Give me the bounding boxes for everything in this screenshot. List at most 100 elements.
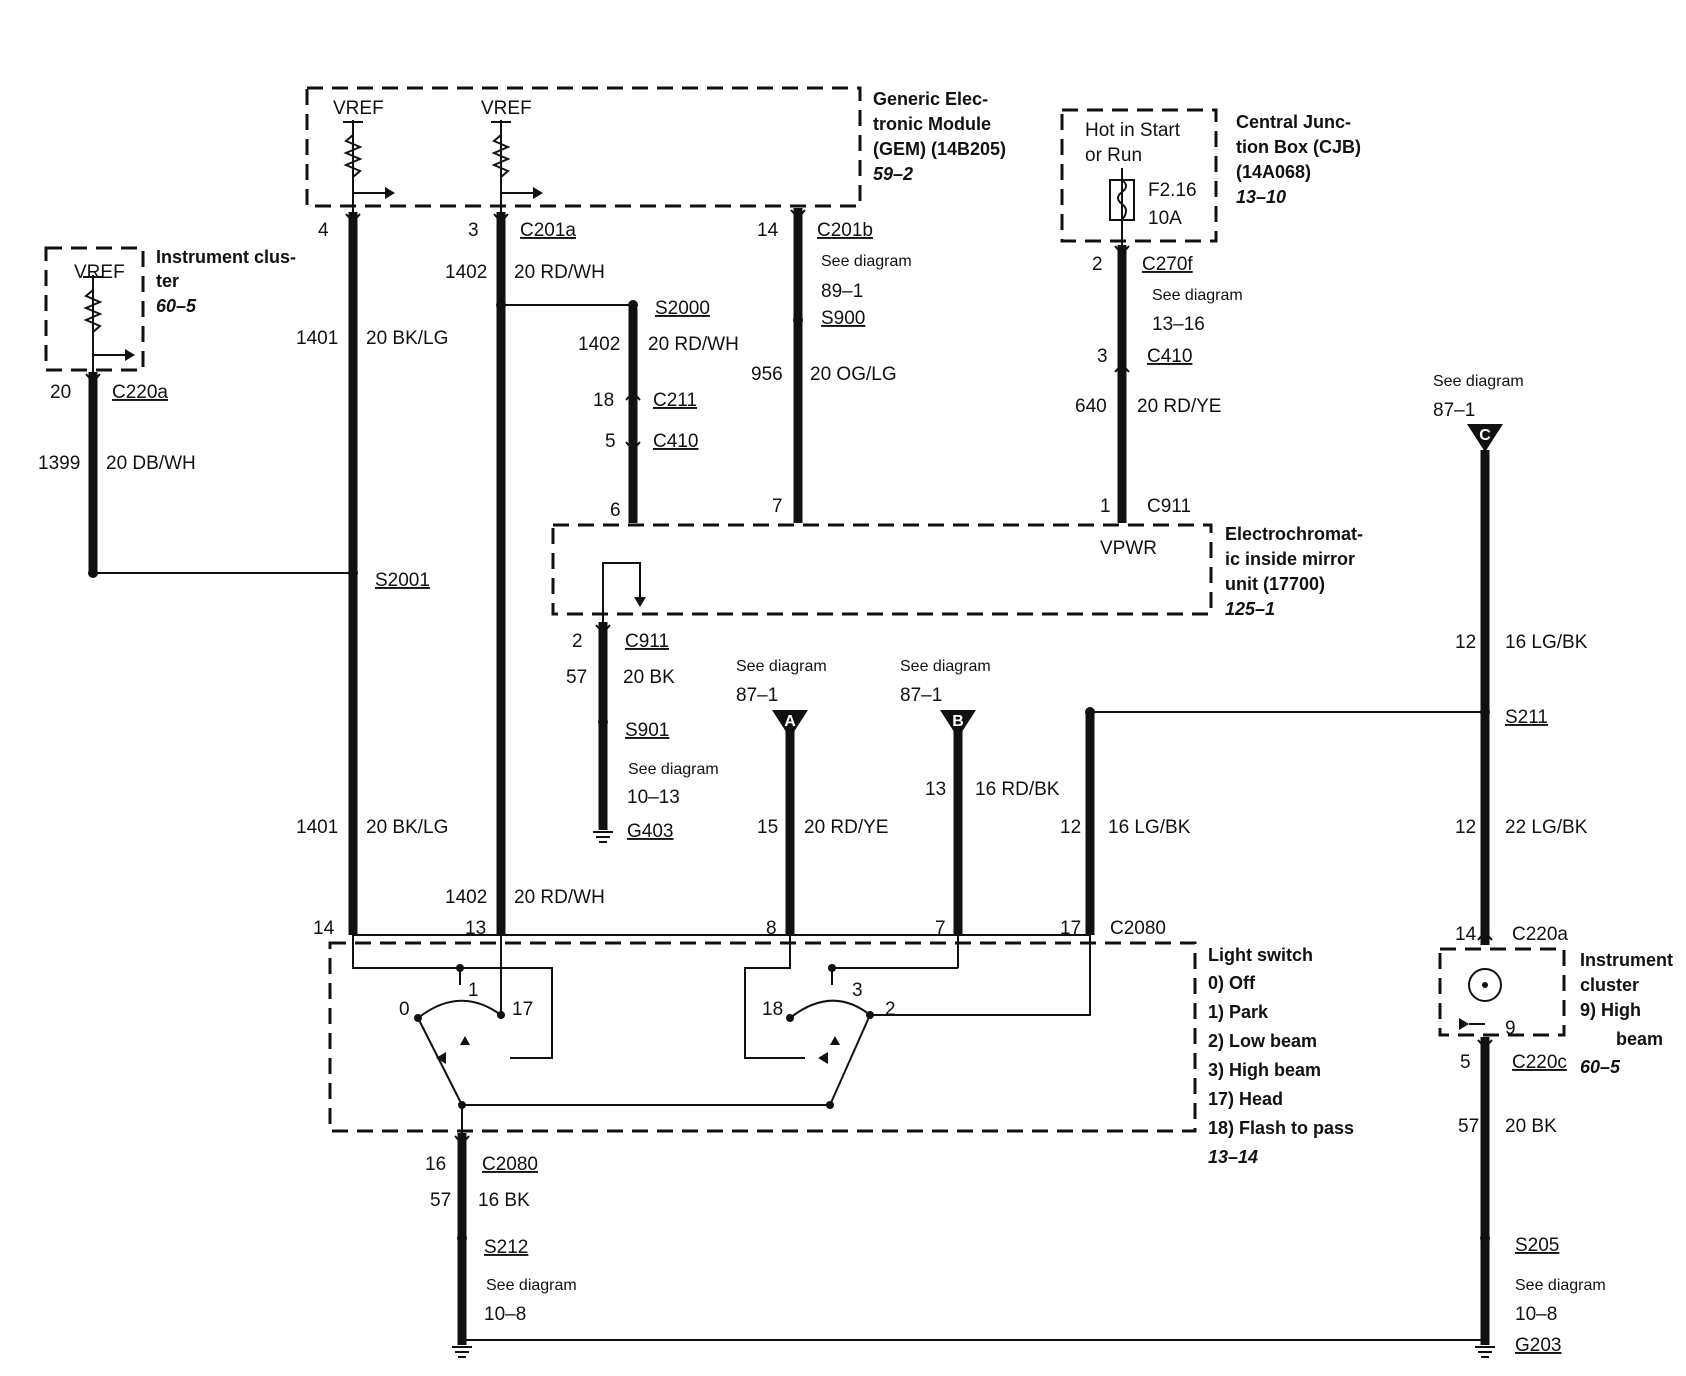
wire-labels: 4 3 C201a 1402 20 RD/WH 1401 20 BK/LG 14… — [38, 220, 1606, 1356]
arrow-icon — [533, 187, 543, 199]
cjb-title: Central Junc- tion Box (CJB) (14A068) 13… — [1085, 112, 1361, 229]
svg-text:Instrument clus-: Instrument clus- — [156, 247, 296, 267]
connector-marks — [85, 209, 1493, 1146]
svg-text:or Run: or Run — [1085, 145, 1142, 166]
svg-text:16: 16 — [425, 1154, 446, 1175]
svg-text:57: 57 — [430, 1190, 451, 1211]
svg-text:ter: ter — [156, 271, 179, 291]
ground-icon — [452, 1346, 472, 1358]
svg-text:8: 8 — [766, 918, 777, 939]
resistor-icon — [491, 134, 511, 178]
svg-text:See diagram: See diagram — [900, 658, 991, 675]
svg-text:20 BK: 20 BK — [623, 667, 675, 688]
svg-text:59–2: 59–2 — [873, 164, 913, 184]
ic-left-box — [44, 246, 145, 372]
svg-text:87–1: 87–1 — [736, 685, 778, 706]
mirror-box — [551, 523, 1213, 616]
svg-text:1399: 1399 — [38, 453, 80, 474]
svg-text:17) Head: 17) Head — [1208, 1089, 1283, 1109]
ground-icon — [593, 831, 613, 843]
svg-text:12: 12 — [1455, 632, 1476, 653]
svg-text:14: 14 — [313, 918, 335, 939]
svg-text:10–8: 10–8 — [1515, 1304, 1557, 1325]
svg-text:20 OG/LG: 20 OG/LG — [810, 364, 897, 385]
vref-label: VREF — [333, 98, 384, 119]
svg-text:10–8: 10–8 — [484, 1304, 526, 1325]
svg-text:18: 18 — [762, 999, 783, 1020]
svg-text:C201b: C201b — [817, 220, 873, 241]
svg-text:16 LG/BK: 16 LG/BK — [1505, 632, 1588, 653]
svg-text:10–13: 10–13 — [627, 787, 680, 808]
svg-text:10A: 10A — [1148, 208, 1182, 229]
light-switch-title: Light switch 0) Off 1) Park 2) Low beam … — [1208, 945, 1354, 1167]
svg-text:3: 3 — [468, 220, 479, 241]
svg-text:ic inside mirror: ic inside mirror — [1225, 549, 1355, 569]
svg-text:0) Off: 0) Off — [1208, 973, 1256, 993]
svg-text:956: 956 — [751, 364, 783, 385]
svg-text:20: 20 — [50, 382, 71, 403]
connector-c-label: C — [1479, 427, 1491, 444]
svg-text:16 LG/BK: 16 LG/BK — [1108, 817, 1191, 838]
ic-left-title: Instrument clus- ter 60–5 VREF — [74, 247, 296, 316]
svg-text:1) Park: 1) Park — [1208, 1002, 1269, 1022]
svg-text:640: 640 — [1075, 396, 1107, 417]
svg-text:C220a: C220a — [112, 382, 168, 403]
svg-text:See diagram: See diagram — [486, 1277, 577, 1294]
svg-text:20 BK/LG: 20 BK/LG — [366, 817, 448, 838]
svg-text:89–1: 89–1 — [821, 281, 863, 302]
cjb-box — [1060, 108, 1218, 243]
svg-text:S2000: S2000 — [655, 298, 710, 319]
svg-text:20 RD/WH: 20 RD/WH — [648, 334, 739, 355]
svg-text:C911: C911 — [625, 631, 669, 652]
svg-text:12: 12 — [1455, 817, 1476, 838]
svg-text:C911: C911 — [1147, 496, 1191, 517]
svg-text:S212: S212 — [484, 1237, 528, 1258]
ic-right-box — [1438, 947, 1566, 1037]
vref-label: VREF — [481, 98, 532, 119]
svg-text:Electrochromat-: Electrochromat- — [1225, 524, 1363, 544]
connector-a-label: A — [784, 713, 796, 730]
svg-text:16 RD/BK: 16 RD/BK — [975, 779, 1060, 800]
lamp-icon — [1468, 968, 1502, 1002]
svg-text:5: 5 — [1460, 1052, 1471, 1073]
svg-text:(GEM) (14B205): (GEM) (14B205) — [873, 139, 1006, 159]
svg-text:G203: G203 — [1515, 1335, 1561, 1356]
svg-text:87–1: 87–1 — [1433, 400, 1475, 421]
svg-text:C201a: C201a — [520, 220, 576, 241]
svg-text:C220a: C220a — [1512, 924, 1568, 945]
svg-text:1402: 1402 — [445, 887, 487, 908]
svg-text:15: 15 — [757, 817, 778, 838]
svg-text:1401: 1401 — [296, 328, 338, 349]
svg-text:14: 14 — [757, 220, 779, 241]
svg-text:VPWR: VPWR — [1100, 538, 1157, 559]
svg-text:2) Low beam: 2) Low beam — [1208, 1031, 1317, 1051]
svg-text:VREF: VREF — [74, 262, 125, 283]
triangle-C-icon — [1467, 424, 1503, 452]
svg-text:(14A068): (14A068) — [1236, 162, 1311, 182]
svg-text:13–10: 13–10 — [1236, 187, 1286, 207]
svg-text:9: 9 — [1505, 1018, 1516, 1039]
svg-text:1: 1 — [1100, 496, 1111, 517]
resistor-icon — [343, 134, 363, 178]
svg-text:16 BK: 16 BK — [478, 1190, 530, 1211]
svg-text:beam: beam — [1616, 1029, 1663, 1049]
svg-text:2: 2 — [572, 631, 583, 652]
svg-text:unit (17700): unit (17700) — [1225, 574, 1325, 594]
svg-text:1402: 1402 — [578, 334, 620, 355]
svg-text:C2080: C2080 — [1110, 918, 1166, 939]
gem-box — [305, 86, 862, 208]
svg-text:Instrument: Instrument — [1580, 950, 1673, 970]
resistor-icon — [83, 289, 103, 333]
svg-text:Hot in Start: Hot in Start — [1085, 120, 1181, 141]
svg-text:5: 5 — [605, 431, 616, 452]
svg-text:See diagram: See diagram — [1515, 1277, 1606, 1294]
svg-text:C410: C410 — [653, 431, 698, 452]
svg-text:See diagram: See diagram — [821, 253, 912, 270]
svg-text:87–1: 87–1 — [900, 685, 942, 706]
svg-text:4: 4 — [318, 220, 329, 241]
svg-text:125–1: 125–1 — [1225, 599, 1275, 619]
svg-text:20 RD/WH: 20 RD/WH — [514, 887, 605, 908]
svg-text:C211: C211 — [653, 390, 697, 411]
svg-text:20 RD/YE: 20 RD/YE — [804, 817, 888, 838]
svg-text:13: 13 — [925, 779, 946, 800]
